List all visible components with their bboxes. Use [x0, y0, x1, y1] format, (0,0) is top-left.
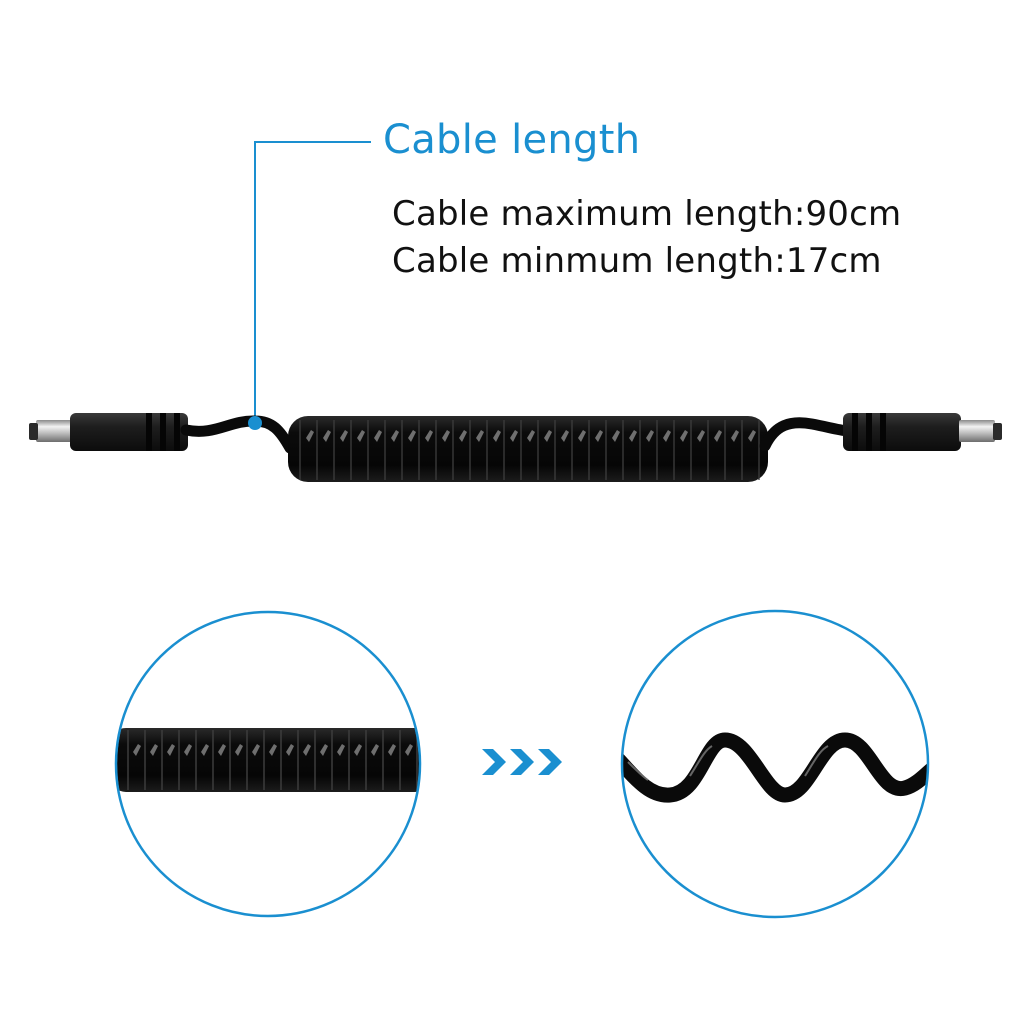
left-dc-plug [29, 413, 188, 451]
cable-min-length-text: Cable minmum length:17cm [392, 241, 882, 281]
triple-chevron-right-icon [482, 749, 562, 775]
callout-dot [248, 416, 262, 430]
stretched-detail-circle [620, 609, 930, 919]
left-cable-lead [180, 415, 296, 454]
right-cable-lead [759, 417, 854, 452]
coiled-cable [288, 416, 768, 482]
callout-connector [254, 141, 371, 423]
cable-length-title: Cable length [383, 117, 641, 163]
cable-max-length-text: Cable maximum length:90cm [392, 194, 902, 234]
right-dc-plug [843, 413, 1002, 451]
coiled-detail-circle [114, 610, 422, 918]
